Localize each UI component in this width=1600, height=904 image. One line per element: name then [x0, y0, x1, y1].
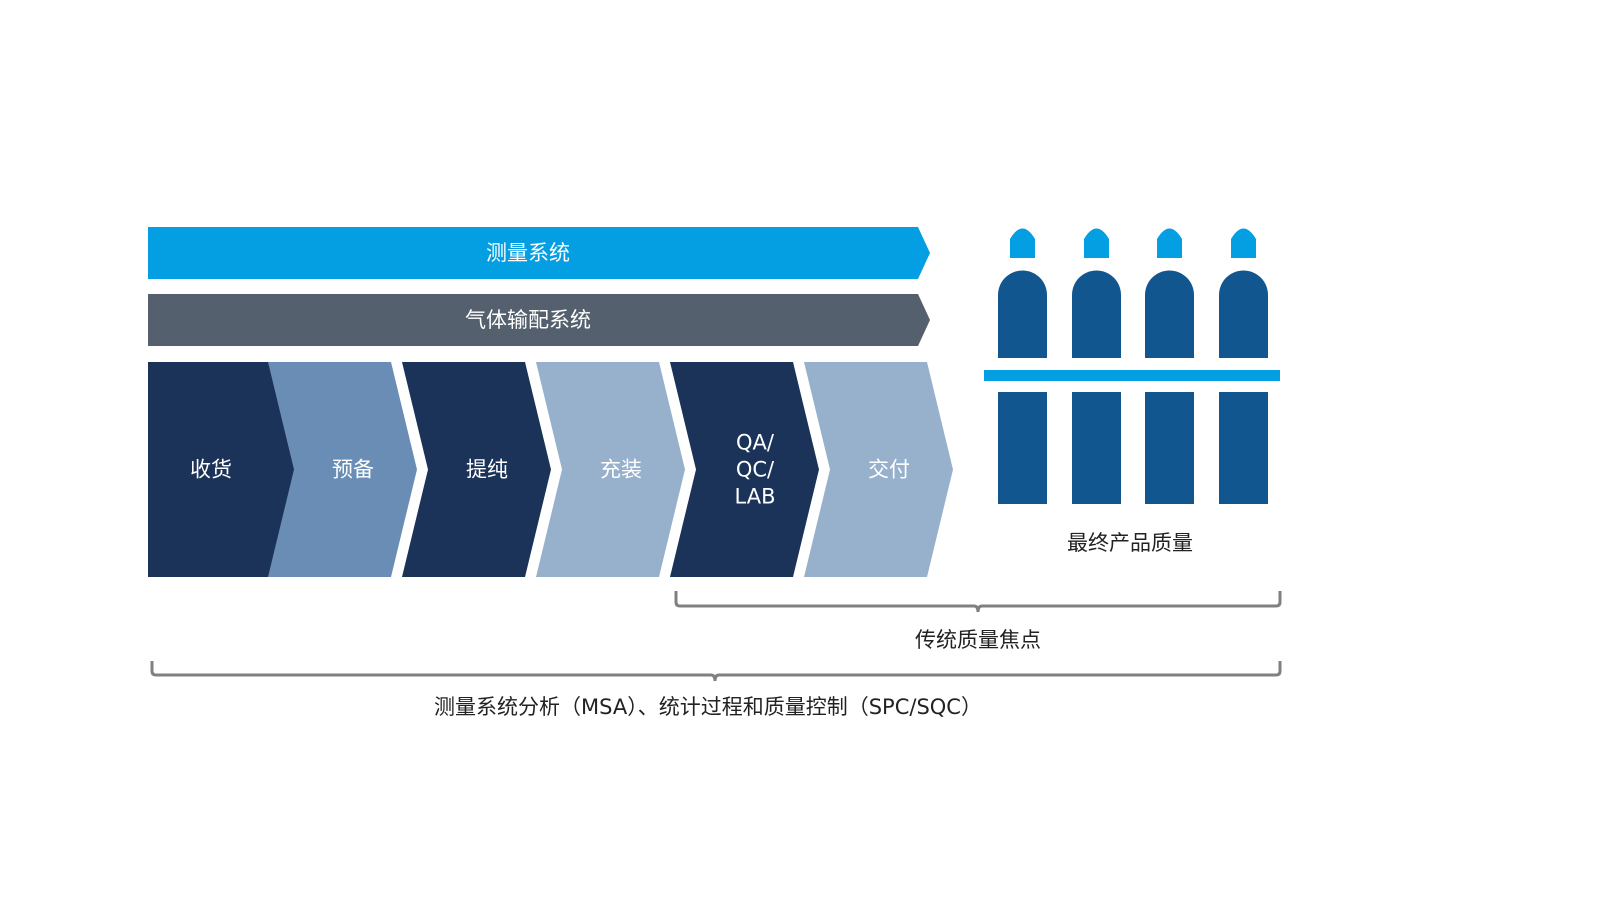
process-step-label: QC/	[736, 458, 775, 482]
process-step-label: 提纯	[466, 458, 508, 482]
process-step-label: 预备	[332, 458, 374, 482]
gas-distribution-system-bar	[148, 294, 930, 346]
cylinder-lower-body	[1219, 392, 1268, 504]
process-step-label: LAB	[735, 485, 776, 509]
process-step-label: 收货	[190, 458, 232, 482]
process-step-chevron	[670, 362, 819, 577]
gas-cylinder-icon	[1145, 228, 1194, 504]
process-step-chevron	[268, 362, 417, 577]
cylinder-upper-body	[998, 270, 1047, 358]
measurement-system-bar	[148, 227, 930, 279]
cylinder-rack	[984, 228, 1280, 504]
cylinder-upper-body	[1219, 270, 1268, 358]
cylinder-valve-cap	[1084, 228, 1109, 258]
process-step-label: QA/	[736, 431, 775, 455]
cylinder-lower-body	[1072, 392, 1121, 504]
process-step-chevron	[804, 362, 953, 577]
process-step-chevron	[536, 362, 685, 577]
rack-crossbar	[984, 370, 1280, 381]
cylinder-upper-body	[1072, 270, 1121, 358]
gas-cylinder-icon	[1072, 228, 1121, 504]
cylinder-upper-body	[1145, 270, 1194, 358]
gas-cylinder-icon	[1219, 228, 1268, 504]
cylinder-valve-cap	[1010, 228, 1035, 258]
final-product-quality-label: 最终产品质量	[1067, 531, 1193, 555]
cylinder-valve-cap	[1157, 228, 1182, 258]
gas-cylinder-icon	[998, 228, 1047, 504]
measurement-system-label: 测量系统	[486, 241, 570, 265]
process-step-label: 交付	[868, 458, 910, 482]
cylinder-lower-body	[1145, 392, 1194, 504]
process-step-label: 充装	[600, 458, 642, 482]
gas-distribution-system-label: 气体输配系统	[465, 308, 591, 332]
process-step-chevron	[148, 362, 297, 577]
cylinder-lower-body	[998, 392, 1047, 504]
cylinder-valve-cap	[1231, 228, 1256, 258]
traditional-quality-focus-bracket	[674, 591, 1282, 613]
process-step-chevron	[402, 362, 551, 577]
msa-spc-label: 测量系统分析（MSA）、统计过程和质量控制（SPC/SQC）	[434, 695, 982, 719]
process-steps: 收货 预备 提纯 充装 QA/QC/LAB 交付	[148, 362, 953, 577]
traditional-quality-focus-label: 传统质量焦点	[915, 628, 1041, 652]
msa-spc-bracket	[150, 661, 1282, 682]
